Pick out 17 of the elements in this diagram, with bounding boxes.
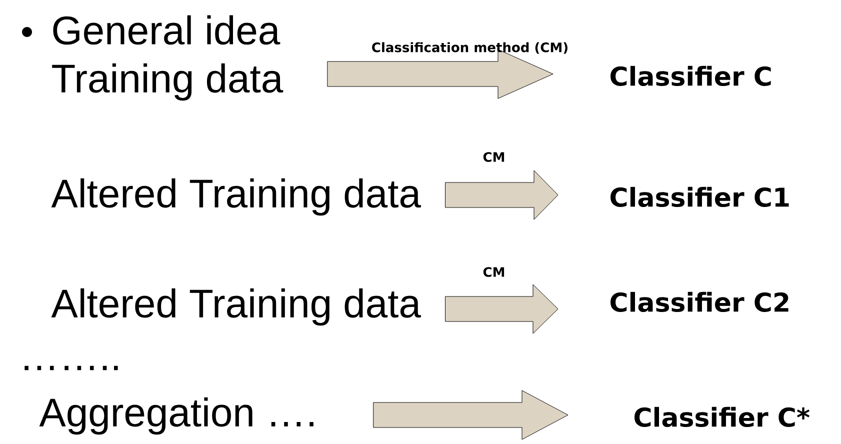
heading-text: General idea [53, 15, 280, 45]
block-arrow [445, 284, 558, 334]
ellipsis-text: …….. [24, 366, 118, 370]
edge-label: Classification method (CM) [372, 42, 568, 54]
classifier-label: Classifier C* [634, 406, 810, 428]
block-arrow [445, 170, 558, 220]
block-arrow [373, 390, 568, 440]
node-text: Altered Training data [51, 178, 421, 216]
block-arrow [327, 49, 554, 99]
node-text: Training data [52, 63, 284, 101]
edge-label: CM [483, 152, 504, 162]
edge-label: CM [483, 267, 504, 277]
classifier-label: Classifier C2 [610, 292, 788, 312]
node-text: Aggregation …. [39, 397, 314, 435]
node-text: Altered Training data [51, 288, 421, 326]
classifier-label: Classifier C [610, 66, 771, 86]
classifier-label: Classifier C1 [610, 186, 789, 208]
